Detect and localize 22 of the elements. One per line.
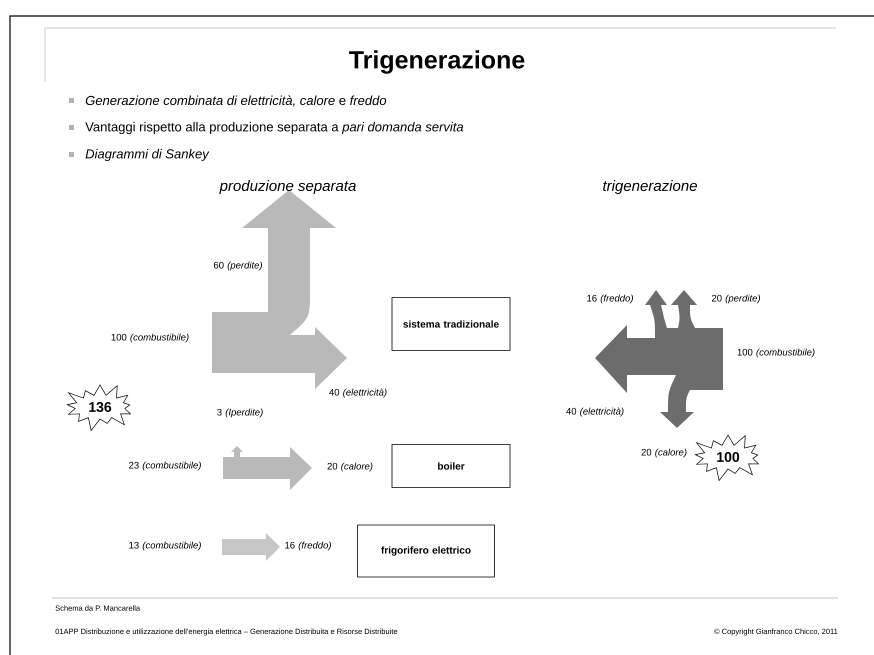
system-box: frigorifero elettrico bbox=[357, 524, 495, 578]
flow-value: 23 (combustibile) bbox=[129, 462, 201, 470]
flow-value: 20 (calore) bbox=[642, 448, 686, 458]
flow-value: 40 (elettricità) bbox=[329, 388, 386, 398]
flow-value: 16 (freddo) bbox=[285, 542, 331, 550]
flow-value: 16 (freddo) bbox=[587, 294, 633, 304]
flow-value: 100 (combustibile) bbox=[112, 334, 188, 342]
flow-value: 40 (elettricità) bbox=[566, 408, 624, 416]
flow-value: 20 (calore) bbox=[328, 462, 372, 472]
flow-value: 13 (combustibile) bbox=[129, 542, 201, 550]
flow-value: 20 (perdite) bbox=[712, 294, 760, 304]
section-heading: produzione separata bbox=[219, 180, 356, 194]
system-box: boiler bbox=[392, 444, 510, 488]
slide-title: Trigenerazione bbox=[349, 50, 524, 74]
system-box: sistema tradizionale bbox=[392, 297, 510, 351]
flow-value: 3 (Iperdite) bbox=[217, 408, 263, 418]
bullet-text: Diagrammi di Sankey bbox=[86, 148, 210, 162]
section-heading: trigenerazione bbox=[603, 180, 697, 194]
flow-value: 60 (perdite) bbox=[214, 262, 262, 270]
flow-value: 100 (combustibile) bbox=[738, 348, 815, 358]
bullet-text: Generazione combinata di elettricità, calore e freddo bbox=[86, 95, 386, 107]
bullet-text: Vantaggi rispetto alla produzione separata a pari domanda servita bbox=[85, 122, 464, 134]
